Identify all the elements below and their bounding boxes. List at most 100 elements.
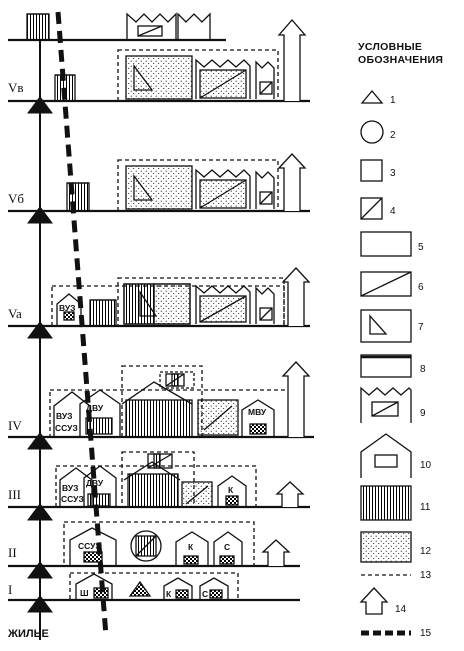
legend-num: 8 <box>420 364 426 375</box>
legend-num: 1 <box>390 95 396 106</box>
label-dvu: ДВУ <box>86 478 104 488</box>
diagram-labels: ВУЗ ВУЗ ССУЗ ДВУ МВУ ВУЗ ССУЗ ДВУ К ССУЗ… <box>55 303 267 599</box>
level-top-group <box>26 12 211 41</box>
level-II-group <box>63 521 255 567</box>
label-ssuz: ССУЗ <box>78 541 101 551</box>
label-vuz: ВУЗ <box>56 411 72 421</box>
legend-square-icon <box>360 159 383 182</box>
legend-num: 6 <box>418 282 424 293</box>
level-IV-group <box>49 365 301 438</box>
residential-block-icon <box>89 299 117 327</box>
striped-rect-icon <box>127 473 179 508</box>
label-k: К <box>188 542 194 552</box>
striped-rect-icon <box>125 399 193 438</box>
level-label-Vv: Vв <box>8 80 24 95</box>
triangle-icon <box>27 321 53 339</box>
zigzag-roof-building-icon <box>126 12 177 40</box>
arrow-up-icon <box>277 153 307 211</box>
legend-arrow-up-icon <box>359 587 389 615</box>
label-mvu: МВУ <box>248 407 267 417</box>
legend-num: 2 <box>390 130 396 141</box>
legend-dotted-rect-icon <box>360 531 412 563</box>
triangle-in-rect-icon <box>133 174 154 201</box>
label-ssuz: ССУЗ <box>61 494 84 504</box>
level-Vv-group <box>54 49 279 102</box>
residential-block-icon <box>26 13 50 41</box>
zigzag-roof-building-icon <box>195 284 251 324</box>
zigzag-roof-building-icon <box>255 286 275 324</box>
triangle-icon <box>27 561 53 579</box>
legend-num: 14 <box>395 604 407 615</box>
label-s: С <box>202 589 208 599</box>
label-k: К <box>166 589 172 599</box>
legend-zigzag-building-icon <box>360 386 412 423</box>
dashed-zone-frame <box>69 572 239 601</box>
legend-num: 12 <box>420 546 432 557</box>
legend-num: 13 <box>420 570 432 581</box>
legend-residential-icon <box>360 354 412 378</box>
triangle-icon <box>27 432 53 450</box>
house-icon <box>199 577 229 600</box>
zigzag-roof-building-icon <box>177 12 211 40</box>
level-label-Va: Va <box>8 306 22 321</box>
house-icon <box>79 389 121 437</box>
zigzag-roof-building-icon <box>195 58 251 99</box>
house-icon <box>56 293 82 326</box>
zigzag-roof-building-icon <box>255 60 275 99</box>
level-Vb-group <box>66 159 279 212</box>
arrow-up-icon <box>275 481 305 507</box>
arrow-up-icon <box>281 361 311 437</box>
arrow-up-icon <box>277 19 307 101</box>
dashed-zone-frame <box>117 49 279 102</box>
arrow-up-icon <box>281 267 311 326</box>
house-icon <box>75 573 113 600</box>
legend-num: 5 <box>418 242 424 253</box>
label-ssuz: ССУЗ <box>55 423 78 433</box>
dashed-zone-frame <box>117 159 279 212</box>
legend-num: 4 <box>390 206 396 217</box>
legend-house-icon <box>360 433 412 478</box>
legend-num: 10 <box>420 460 432 471</box>
house-icon <box>83 465 117 507</box>
label-k: К <box>228 485 234 495</box>
hatched-square-icon <box>137 25 163 37</box>
zigzag-roof-building-icon <box>255 170 275 209</box>
label-vuz: ВУЗ <box>59 303 75 313</box>
legend-triangle-rect-icon <box>360 309 412 343</box>
legend: УСЛОВНЫЕ ОБОЗНАЧЕНИЯ 1 <box>358 41 443 639</box>
triangle-icon <box>27 503 53 521</box>
legend-num: 9 <box>420 408 426 419</box>
label-dvu: ДВУ <box>86 403 104 413</box>
level-label-Vb: Vб <box>8 191 24 206</box>
level-Va-group <box>51 277 285 327</box>
house-icon <box>69 527 117 566</box>
legend-num: 3 <box>390 168 396 179</box>
dotted-rect-icon <box>125 165 193 210</box>
triangle-icon <box>128 580 152 597</box>
triangle-icon <box>27 206 53 224</box>
vertical-axis <box>27 40 53 640</box>
level-labels: ЖИЛЬЕ I II III IV Va Vб Vв <box>7 80 49 640</box>
legend-num: 11 <box>420 502 431 513</box>
triangle-icon <box>27 96 53 114</box>
arrow-up-icon <box>261 539 291 566</box>
level-label-III: III <box>8 487 21 502</box>
triangle-in-rect-icon <box>133 64 154 91</box>
legend-title-line1: УСЛОВНЫЕ <box>358 41 422 53</box>
legend-hatched-square-icon <box>360 197 383 220</box>
level-III-group <box>55 451 257 508</box>
label-s: С <box>224 542 230 552</box>
house-icon <box>163 577 193 600</box>
circle-icon <box>130 530 162 562</box>
legend-circle-icon <box>360 120 384 144</box>
dashed-zone-frame <box>63 521 255 567</box>
house-icon <box>59 467 93 507</box>
legend-num: 15 <box>420 628 432 639</box>
legend-hatched-rect-icon <box>360 271 412 297</box>
label-sh: Ш <box>80 588 89 598</box>
level-label-IV: IV <box>8 418 22 433</box>
zigzag-roof-building-icon <box>195 168 251 209</box>
legend-striped-rect-icon <box>360 485 412 521</box>
level-label-II: II <box>8 545 17 560</box>
